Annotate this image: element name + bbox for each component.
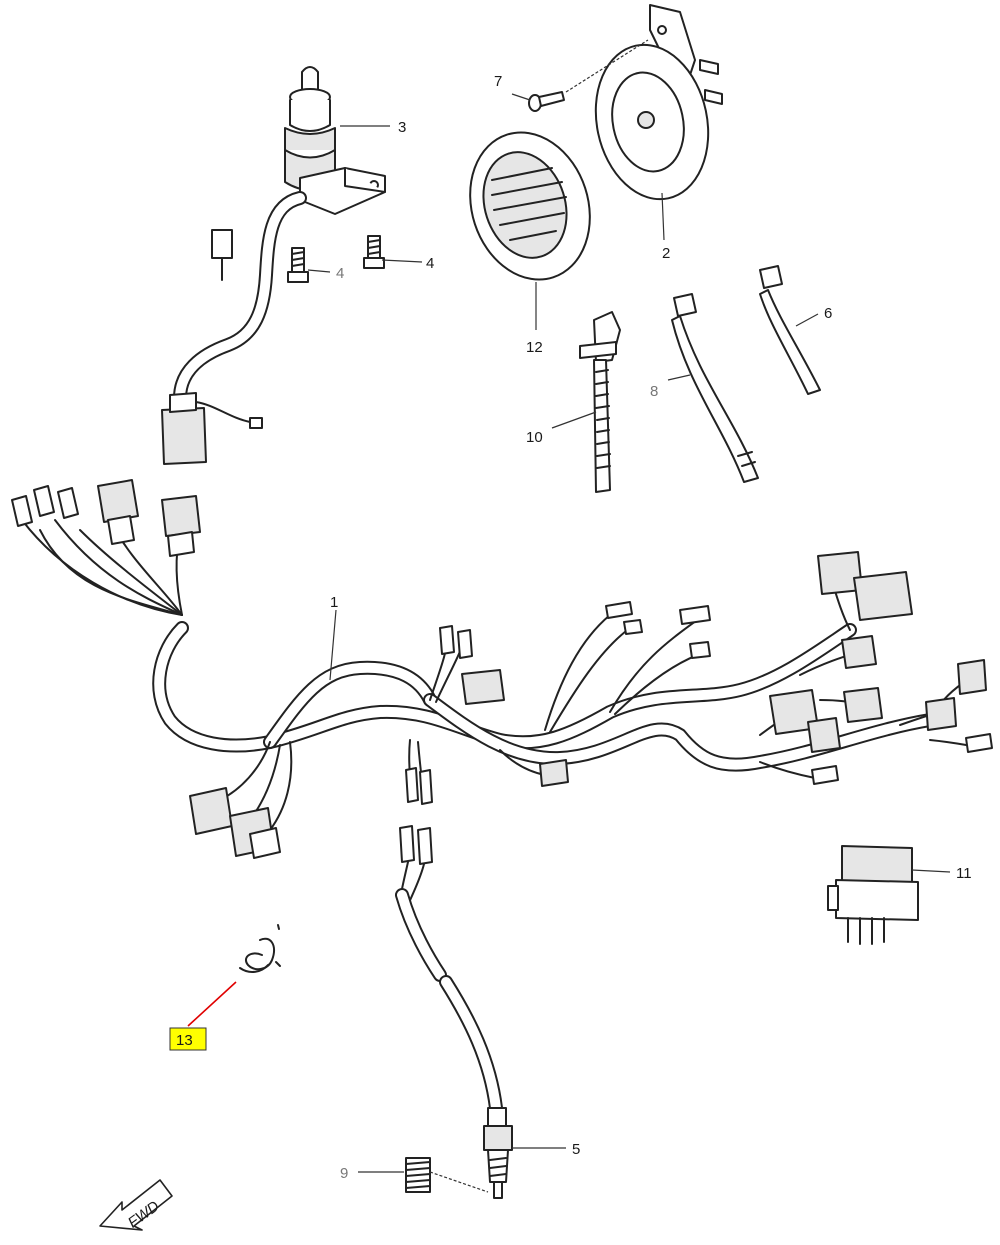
clip[interactable] xyxy=(239,924,281,973)
screw[interactable] xyxy=(528,91,565,112)
relay[interactable] xyxy=(827,845,919,945)
callout-13-highlight xyxy=(169,1027,207,1051)
callout-5: 5 xyxy=(572,1141,580,1158)
oxygen-sensor[interactable] xyxy=(395,825,513,1199)
bolt-left[interactable] xyxy=(287,247,309,283)
fwd-arrow: FWD xyxy=(99,1179,173,1232)
arrow-left-down-icon xyxy=(99,1179,173,1231)
cable-band[interactable] xyxy=(579,311,621,493)
callout-3: 3 xyxy=(398,119,406,136)
callout-2: 2 xyxy=(662,245,670,262)
bolt-right[interactable] xyxy=(363,235,385,269)
horn-cover[interactable] xyxy=(452,117,609,296)
callout-1: 1 xyxy=(330,594,338,611)
callout-13: 13 xyxy=(176,1032,193,1049)
callout-7: 7 xyxy=(494,73,502,90)
horn[interactable] xyxy=(582,4,723,210)
cable-tie[interactable] xyxy=(671,293,759,483)
leader-lines xyxy=(187,39,951,1193)
callout-4b: 4 xyxy=(426,255,434,272)
ignition-switch[interactable] xyxy=(161,66,386,465)
callout-9: 9 xyxy=(340,1165,348,1182)
callout-labels: 1 2 3 4 4 5 6 7 8 9 10 11 12 13 xyxy=(169,73,972,1182)
spring[interactable] xyxy=(405,1157,431,1193)
callout-10: 10 xyxy=(526,429,543,446)
callout-4a: 4 xyxy=(336,265,344,282)
main-wiring-harness[interactable] xyxy=(11,479,993,859)
callout-12: 12 xyxy=(526,339,543,356)
callout-6: 6 xyxy=(824,305,832,322)
callout-8: 8 xyxy=(650,383,658,400)
cable-strap[interactable] xyxy=(759,265,821,395)
callout-11: 11 xyxy=(956,865,972,882)
